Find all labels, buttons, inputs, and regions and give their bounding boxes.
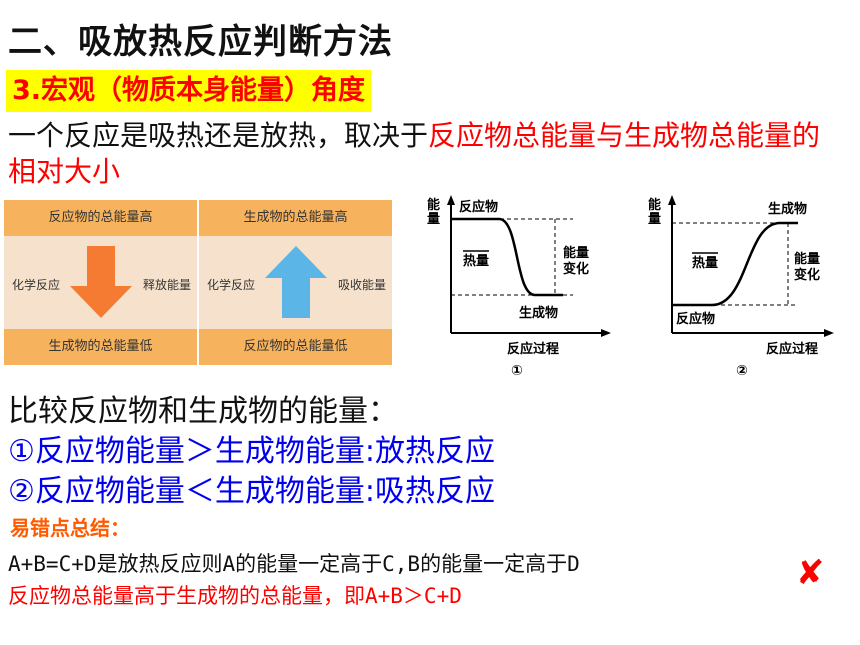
down-arrow-icon xyxy=(70,246,132,318)
d2-number: ② xyxy=(736,363,748,378)
error-correction: 反应物总能量高于生成物的总能量，即A+B＞C+D xyxy=(8,584,462,608)
exo-left-label: 化学反应 xyxy=(12,278,61,292)
error-summary-title: 易错点总结： xyxy=(10,516,130,540)
comparison-block: 比较反应物和生成物的能量： ①反应物能量＞生成物能量:放热反应 ②反应物能量＜生… xyxy=(8,392,495,512)
d1-y-axis-line2: 量 xyxy=(427,212,440,227)
comparison-line-1: ①反应物能量＞生成物能量:放热反应 xyxy=(8,434,496,469)
endo-bottom-band: 反应物的总能量低 xyxy=(199,329,392,365)
endo-right-label: 吸收能量 xyxy=(337,278,386,292)
page-title: 二、吸放热反应判断方法 xyxy=(8,22,393,62)
energy-diagram-2: 能 量 生成物 热量 能量 变化 反应物 反应过程 ② xyxy=(648,193,843,379)
d2-high-label: 生成物 xyxy=(768,201,807,217)
d1-change-line2: 变化 xyxy=(563,261,589,277)
d2-low-label: 反应物 xyxy=(676,311,715,327)
d1-heat-label: 热量 xyxy=(463,253,489,269)
section-subtitle: 3.宏观（物质本身能量）角度 xyxy=(6,70,372,112)
d1-change-line1: 能量 xyxy=(563,245,589,261)
error-notes: A+B=C+D是放热反应则A的能量一定高于C,B的能量一定高于D 反应物总能量高… xyxy=(8,548,580,612)
endothermic-panel: 生成物的总能量高 化学反应 吸收能量 反应物的总能量低 xyxy=(199,200,392,365)
exo-bottom-band: 生成物的总能量低 xyxy=(4,329,197,365)
d2-y-axis-line2: 量 xyxy=(648,212,661,227)
up-arrow-icon xyxy=(265,246,327,318)
d1-low-label: 生成物 xyxy=(519,305,558,321)
d1-number: ① xyxy=(511,363,523,378)
exo-top-band: 反应物的总能量高 xyxy=(4,200,197,236)
d1-high-label: 反应物 xyxy=(459,199,498,215)
wrong-mark-icon: ✘ xyxy=(796,553,825,593)
endo-top-band: 生成物的总能量高 xyxy=(199,200,392,236)
endo-left-label: 化学反应 xyxy=(207,278,256,292)
comparison-line-2: ②反应物能量＜生成物能量:吸热反应 xyxy=(8,474,496,509)
error-statement: A+B=C+D是放热反应则A的能量一定高于C,B的能量一定高于D xyxy=(8,552,580,576)
exothermic-panel: 反应物的总能量高 化学反应 释放能量 生成物的总能量低 xyxy=(4,200,197,365)
d2-change-line2: 变化 xyxy=(794,267,820,283)
intro-part-1: 一个反应是吸热还是放热，取决于 xyxy=(8,119,429,152)
intro-text: 一个反应是吸热还是放热，取决于反应物总能量与生成物总能量的相对大小 xyxy=(8,118,838,190)
d1-y-axis-line1: 能 xyxy=(427,197,440,213)
d1-x-axis-label: 反应过程 xyxy=(507,341,559,357)
d2-x-axis-label: 反应过程 xyxy=(766,341,818,357)
comparison-heading: 比较反应物和生成物的能量： xyxy=(8,394,398,429)
d2-change-line1: 能量 xyxy=(794,251,820,267)
d2-y-axis-line1: 能 xyxy=(648,197,661,213)
d2-heat-label: 热量 xyxy=(692,255,718,271)
energy-diagram-1: 能 量 反应物 热量 能量 变化 生成物 反应过程 ① xyxy=(425,193,620,379)
exo-right-label: 释放能量 xyxy=(142,278,191,292)
intro-part-2: 反应物总能量与生成物总能量的相对大小 xyxy=(8,119,821,188)
